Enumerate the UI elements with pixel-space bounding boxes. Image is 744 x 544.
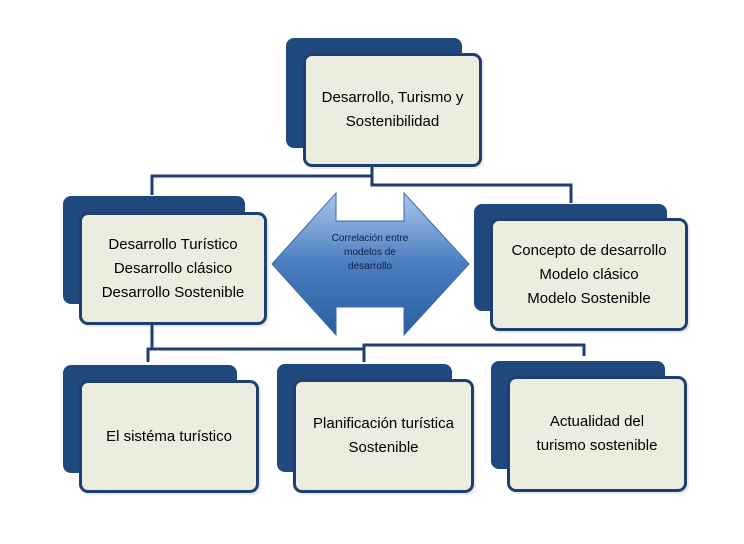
connector-top-right — [370, 176, 573, 203]
center-arrow-label: Correlación entre modelos de desarrollo — [310, 232, 430, 274]
left-box-line-1: Desarrollo Turístico — [108, 235, 238, 253]
top-box: Desarrollo, Turismo y Sostenibilidad — [303, 53, 482, 167]
top-box-line-2: Sostenibilidad — [345, 113, 440, 130]
bottom-box-1-line-1: El sistéma turístico — [106, 427, 232, 445]
double-arrow-icon — [271, 191, 470, 337]
left-box-line-2: Desarrollo clásico — [113, 259, 233, 277]
bottom-box-2-line-2: Sostenible — [348, 439, 419, 456]
arrow-line-1: Correlación entre — [331, 233, 409, 244]
connector-left-bottom1 — [146, 322, 154, 362]
right-box: Concepto de desarrollo Modelo clásico Mo… — [490, 218, 688, 331]
right-box-line-2: Modelo clásico — [539, 265, 639, 283]
right-box-line-1: Concepto de desarrollo — [511, 241, 667, 259]
bottom-box-3: Actualidad del turismo sostenible — [507, 376, 687, 492]
top-box-line-1: Desarrollo, Turismo y — [321, 89, 464, 106]
arrow-line-3: desarrollo — [348, 261, 392, 272]
bottom-box-1: El sistéma turístico — [79, 380, 259, 493]
right-box-line-3: Modelo Sostenible — [527, 289, 651, 307]
left-box-line-3: Desarrollo Sostenible — [101, 283, 245, 301]
arrow-line-2: modelos de — [344, 247, 396, 258]
connector-left-bottom2 — [152, 347, 366, 362]
connector-left-bottom3 — [362, 343, 586, 356]
bottom-box-2-line-1: Planificación turística — [313, 415, 454, 432]
bottom-box-2: Planificación turística Sostenible — [293, 379, 474, 493]
bottom-box-3-line-1: Actualidad del — [549, 413, 645, 430]
left-box: Desarrollo Turístico Desarrollo clásico … — [79, 212, 267, 325]
bottom-box-3-line-2: turismo sostenible — [536, 437, 658, 454]
